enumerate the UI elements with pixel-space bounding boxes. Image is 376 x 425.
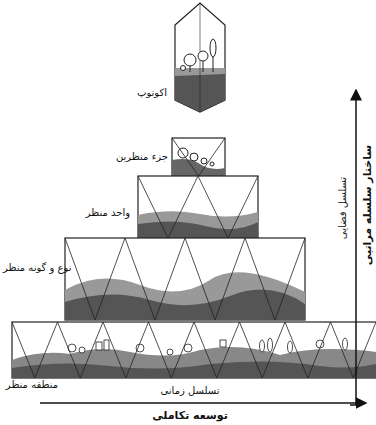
level-label: اکوتوپ bbox=[137, 87, 167, 99]
level-label: منطقه منظر bbox=[4, 379, 60, 391]
landscape-unit-tier bbox=[138, 176, 258, 238]
ecotope-prism bbox=[175, 3, 225, 112]
triangle-lines bbox=[138, 176, 258, 238]
level-label: جزء منظرین bbox=[116, 151, 168, 163]
triangle-lines bbox=[65, 238, 305, 320]
level-label: واحد منظر bbox=[86, 207, 130, 219]
landscape-region-tier bbox=[12, 322, 376, 378]
axis-label: توسعه تکاملی bbox=[152, 409, 228, 422]
triangle-lines bbox=[12, 322, 376, 378]
landscape-type-tier bbox=[65, 238, 305, 320]
axis-label: تسلسل فضایی bbox=[337, 177, 349, 239]
level-label: نوع و گونه منظر bbox=[3, 262, 71, 274]
axis-base bbox=[350, 404, 362, 406]
triangle-lines bbox=[172, 138, 225, 176]
triangle-grid bbox=[12, 138, 376, 378]
axis-label: ساختار سلسله مراتبی bbox=[361, 145, 374, 265]
axis-label: تسلسل زمانی bbox=[158, 385, 221, 397]
temporal-axis bbox=[40, 402, 366, 404]
landscape-component-tier bbox=[172, 138, 225, 176]
spatial-axis bbox=[355, 90, 357, 405]
